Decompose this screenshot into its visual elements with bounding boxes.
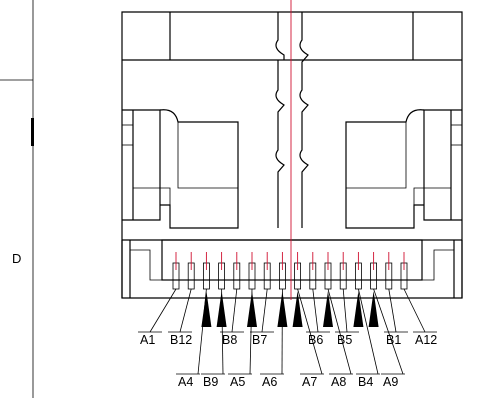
left-latch-detail xyxy=(177,122,238,189)
leader-line xyxy=(297,288,323,375)
pin-label-upper: B12 xyxy=(170,333,192,347)
pin-label-upper: B6 xyxy=(308,333,323,347)
leader-line xyxy=(149,288,177,333)
pin-label-lower: A4 xyxy=(178,375,193,389)
connector-outline xyxy=(121,11,463,299)
upper-label-row: A1 B12 B8 B7 B6 B5 B1 A12 xyxy=(138,331,437,347)
receptacle-left-wall xyxy=(121,240,131,298)
leader-lines xyxy=(149,288,426,375)
lower-label-row: A4 B9 A5 A6 A7 A8 B4 A9 xyxy=(176,373,405,389)
leader-line xyxy=(312,288,319,333)
break-line-left xyxy=(275,12,285,228)
pin-label-upper: B7 xyxy=(252,333,267,347)
arrowhead xyxy=(353,291,364,327)
right-latch-detail xyxy=(346,122,407,189)
pin-label-lower: B9 xyxy=(203,375,218,389)
pin-label-upper: B5 xyxy=(337,333,352,347)
leader-line xyxy=(231,288,238,333)
pin-label-lower: B4 xyxy=(358,375,373,389)
receptacle-left-step xyxy=(130,249,162,281)
arrowhead xyxy=(201,291,212,327)
pin-label-lower: A5 xyxy=(230,375,245,389)
arrowhead xyxy=(292,291,303,327)
pin-label-lower: A8 xyxy=(331,375,346,389)
left-latch-slot xyxy=(121,124,134,146)
arrowhead xyxy=(277,291,288,327)
pin-label-lower: A6 xyxy=(262,375,277,389)
leader-line xyxy=(342,288,348,333)
leader-line xyxy=(373,288,404,375)
receptacle-right-step xyxy=(422,249,454,281)
leader-line xyxy=(327,288,352,375)
leader-line xyxy=(261,288,268,333)
right-latch-lip xyxy=(413,187,451,205)
leader-line xyxy=(358,288,379,375)
right-latch-outline xyxy=(423,109,462,221)
pin-label-lower: A7 xyxy=(302,375,317,389)
break-line-right xyxy=(299,12,309,228)
arrowhead xyxy=(323,291,333,327)
pin-label-upper: B1 xyxy=(386,333,401,347)
arrowhead xyxy=(216,291,227,327)
pin-label-upper: A1 xyxy=(140,333,155,347)
pin-label-upper: A12 xyxy=(415,333,437,347)
right-latch-arm xyxy=(345,109,425,229)
pin-label-lower: A9 xyxy=(383,375,398,389)
pin-label-upper: B8 xyxy=(222,333,237,347)
receptacle-opening xyxy=(161,239,423,281)
receptacle-right-wall xyxy=(453,240,463,298)
left-latch-arm xyxy=(159,109,239,229)
arrowhead xyxy=(368,291,379,327)
frame-tick-mark xyxy=(31,118,34,146)
zone-letter: D xyxy=(12,251,21,266)
pin-row xyxy=(172,252,408,290)
right-latch-slot xyxy=(450,124,463,146)
leader-line xyxy=(179,288,192,333)
leader-line xyxy=(403,288,426,333)
left-latch-outline xyxy=(122,109,161,221)
left-latch-lip xyxy=(133,187,171,205)
arrowhead xyxy=(247,291,257,327)
leader-line xyxy=(388,288,397,333)
